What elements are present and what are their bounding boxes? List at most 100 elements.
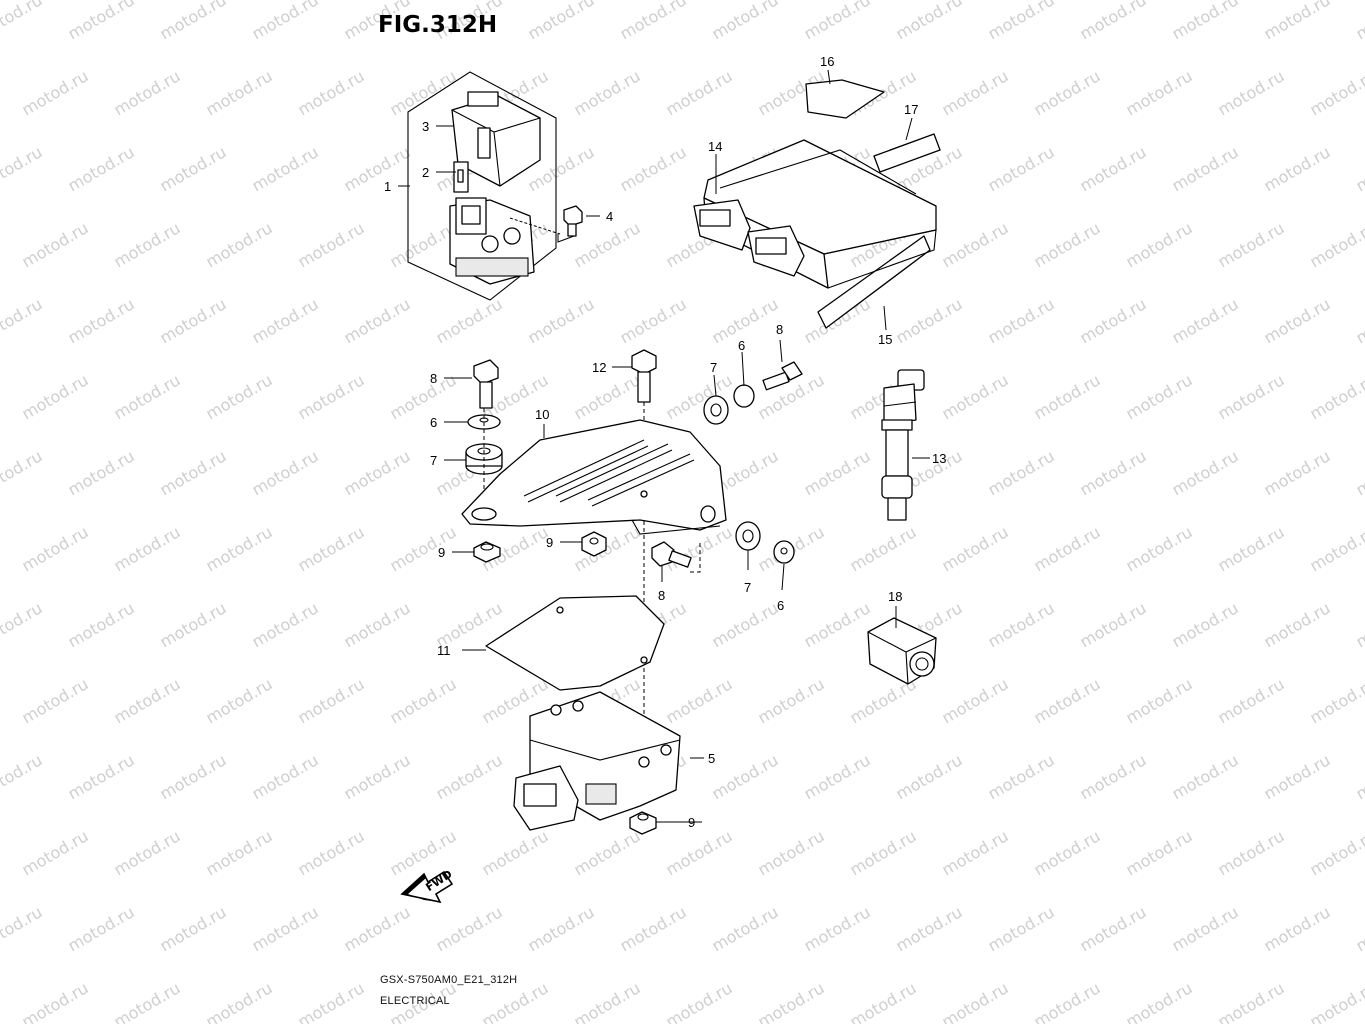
watermark-text: motod.ru	[1031, 674, 1104, 727]
watermark-text: motod.ru	[1169, 750, 1242, 803]
watermark-text: motod.ru	[1261, 446, 1334, 499]
watermark-text: motod.ru	[939, 826, 1012, 879]
watermark-text: motod.ru	[571, 218, 644, 271]
watermark-text: motod.ru	[111, 66, 184, 119]
watermark-text: motod.ru	[1077, 750, 1150, 803]
starter-relay-part	[450, 198, 534, 284]
callout-11: 11	[437, 643, 451, 658]
watermark-text: motod.ru	[801, 0, 874, 43]
watermark-text: motod.ru	[1215, 826, 1288, 879]
callout-7-left: 7	[430, 453, 437, 468]
watermark-text: motod.ru	[985, 446, 1058, 499]
watermark-text: motod.ru	[1169, 0, 1242, 43]
watermark-text: motod.ru	[111, 218, 184, 271]
watermark-text: motod.ru	[1031, 978, 1104, 1024]
watermark-text: motod.ru	[157, 0, 230, 43]
watermark-text: motod.ru	[1261, 142, 1334, 195]
watermark-text: motod.ru	[65, 902, 138, 955]
watermark-text: motod.ru	[847, 978, 920, 1024]
callout-9-bottom: 9	[688, 815, 695, 830]
watermark-text: motod.ru	[0, 142, 46, 195]
watermark-text: motod.ru	[433, 750, 506, 803]
watermark-text: motod.ru	[525, 902, 598, 955]
watermark-text: motod.ru	[157, 142, 230, 195]
watermark-text: motod.ru	[341, 902, 414, 955]
watermark-text: motod.ru	[985, 598, 1058, 651]
watermark-text: motod.ru	[19, 522, 92, 575]
callout-18: 18	[888, 589, 902, 604]
watermark-text: motod.ru	[801, 446, 874, 499]
watermark-text: motod.ru	[341, 294, 414, 347]
watermark-text: motod.ru	[1261, 902, 1334, 955]
watermark-text: motod.ru	[571, 826, 644, 879]
watermark-text: motod.ru	[1031, 522, 1104, 575]
watermark-text: motod.ru	[0, 0, 46, 43]
watermark-text: motod.ru	[387, 218, 460, 271]
watermark-text: motod.ru	[1307, 66, 1365, 119]
watermark-text: motod.ru	[571, 66, 644, 119]
watermark-text: motod.ru	[295, 66, 368, 119]
callout-10: 10	[535, 407, 549, 422]
watermark-text: motod.ru	[1307, 674, 1365, 727]
watermark-text: motod.ru	[1123, 218, 1196, 271]
watermark-text: motod.ru	[203, 218, 276, 271]
watermark-text: motod.ru	[341, 142, 414, 195]
watermark-text: motod.ru	[1123, 370, 1196, 423]
sensor-part	[882, 370, 924, 520]
watermark-text: motod.ru	[709, 0, 782, 43]
watermark-text: motod.ru	[295, 826, 368, 879]
watermark-text: motod.ru	[939, 370, 1012, 423]
watermark-text: motod.ru	[1123, 66, 1196, 119]
watermark-text: motod.ru	[617, 0, 690, 43]
watermark-text: motod.ru	[1353, 750, 1365, 803]
watermark-text: motod.ru	[0, 902, 46, 955]
watermark-text: motod.ru	[1215, 66, 1288, 119]
watermark-text: motod.ru	[1307, 522, 1365, 575]
callout-6-right-top: 6	[738, 338, 745, 353]
watermark-text: motod.ru	[111, 370, 184, 423]
callout-15: 15	[878, 332, 892, 347]
watermark-text: motod.ru	[249, 902, 322, 955]
watermark-text: motod.ru	[203, 370, 276, 423]
callout-9-center: 9	[546, 535, 553, 550]
callout-3: 3	[422, 119, 429, 134]
watermark-text: motod.ru	[939, 674, 1012, 727]
watermark-text: motod.ru	[1215, 522, 1288, 575]
insulator-sheet-part	[486, 596, 664, 690]
watermark-text: motod.ru	[295, 674, 368, 727]
watermark-text: motod.ru	[203, 674, 276, 727]
watermark-text: motod.ru	[387, 522, 460, 575]
watermark-text: motod.ru	[893, 0, 966, 43]
watermark-text: motod.ru	[1077, 598, 1150, 651]
watermark-text: motod.ru	[525, 0, 598, 43]
screw-part	[564, 206, 582, 236]
watermark-text: motod.ru	[249, 750, 322, 803]
watermark-text: motod.ru	[1307, 370, 1365, 423]
watermark-text: motod.ru	[1353, 294, 1365, 347]
callout-4: 4	[606, 209, 613, 224]
callout-12: 12	[592, 360, 606, 375]
watermark-text: motod.ru	[341, 750, 414, 803]
watermark-text: motod.ru	[1031, 826, 1104, 879]
watermark-text: motod.ru	[19, 370, 92, 423]
starter-relay-assembly	[408, 72, 582, 300]
watermark-text: motod.ru	[1353, 446, 1365, 499]
watermark-text: motod.ru	[1031, 66, 1104, 119]
watermark-text: motod.ru	[0, 750, 46, 803]
watermark-text: motod.ru	[1169, 142, 1242, 195]
watermark-text: motod.ru	[203, 826, 276, 879]
watermark-text: motod.ru	[939, 522, 1012, 575]
callout-7-right-bottom: 7	[744, 580, 751, 595]
watermark-text: motod.ru	[65, 142, 138, 195]
watermark-text: motod.ru	[19, 674, 92, 727]
bracket-part	[462, 420, 726, 534]
watermark-text: motod.ru	[709, 902, 782, 955]
watermark-text: motod.ru	[709, 750, 782, 803]
callout-8-center: 8	[658, 588, 665, 603]
watermark-text: motod.ru	[1077, 0, 1150, 43]
watermark-text: motod.ru	[525, 294, 598, 347]
watermark-text: motod.ru	[571, 978, 644, 1024]
watermark-text: motod.ru	[939, 218, 1012, 271]
